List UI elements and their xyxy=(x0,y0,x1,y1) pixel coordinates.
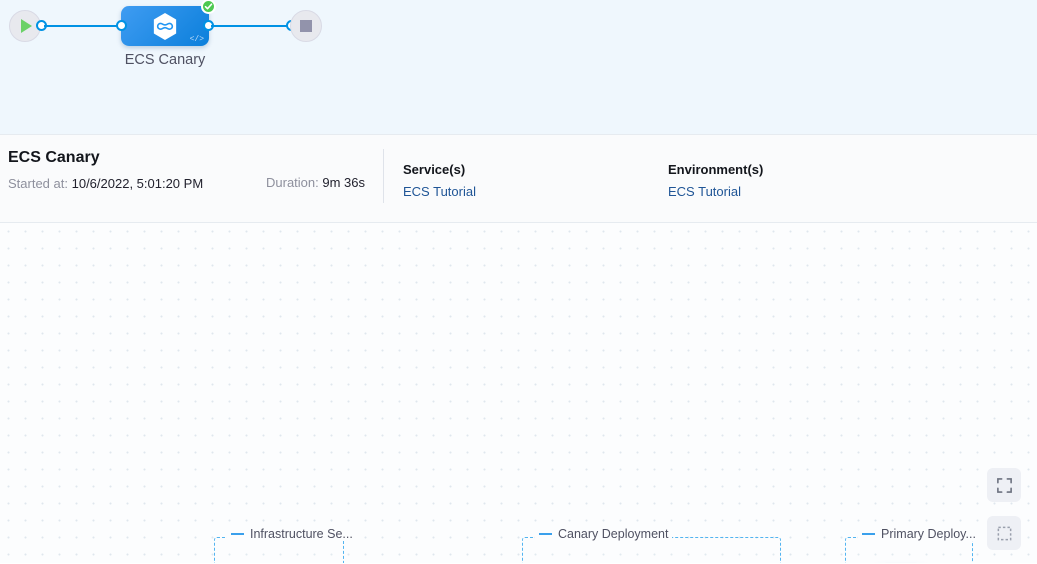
started-at-label: Started at xyxy=(8,176,65,191)
minimap-edge-right xyxy=(211,25,291,27)
duration-value: 9m 36s xyxy=(322,175,366,190)
environment-meta-column: Environment(s) ECS Tutorial xyxy=(668,162,763,199)
canary-deployment-label: Canary Deployment xyxy=(535,527,673,541)
started-at-row: Started at: 10/6/2022, 5:01:20 PM xyxy=(8,176,204,191)
pipeline-minimap: </> ECS Canary xyxy=(0,0,1037,135)
group-label-text: Primary Deploy... xyxy=(881,527,976,541)
minimap-stage-label: ECS Canary xyxy=(124,52,206,68)
play-icon xyxy=(21,19,32,33)
minimap-edge-left xyxy=(44,25,124,27)
primary-deployment-group[interactable]: Primary Deploy... xyxy=(845,527,980,563)
duration-row: Duration: 9m 36s xyxy=(266,175,366,190)
code-glyph: </> xyxy=(189,35,204,44)
started-at-value: 10/6/2022, 5:01:20 PM xyxy=(71,176,204,191)
header-divider xyxy=(383,149,384,203)
collapse-dash-icon[interactable] xyxy=(862,533,875,535)
minimap-end-node[interactable] xyxy=(290,10,322,42)
infrastructure-section-label: Infrastructure Se... xyxy=(227,527,357,541)
minimap-stage-status-badge xyxy=(201,0,216,14)
minimap-start-node[interactable] xyxy=(9,10,41,42)
expand-icon xyxy=(996,477,1012,493)
page-title: ECS Canary xyxy=(8,149,100,166)
collapse-dash-icon[interactable] xyxy=(231,533,244,535)
group-label-text: Canary Deployment xyxy=(558,527,669,541)
stop-icon xyxy=(300,20,312,32)
fit-to-screen-button[interactable] xyxy=(987,468,1021,502)
minimap-stage-in-port[interactable] xyxy=(116,20,127,31)
service-link[interactable]: ECS Tutorial xyxy=(403,184,476,199)
harness-hexagon-icon xyxy=(153,12,177,40)
primary-deployment-label: Primary Deploy... xyxy=(858,527,980,541)
selection-box-button[interactable] xyxy=(987,516,1021,550)
environment-link[interactable]: ECS Tutorial xyxy=(668,184,741,199)
environment-heading: Environment(s) xyxy=(668,162,764,177)
canary-deployment-group[interactable]: Canary Deployment xyxy=(522,527,781,563)
service-meta-column: Service(s) ECS Tutorial xyxy=(403,162,476,199)
group-label-text: Infrastructure Se... xyxy=(250,527,353,541)
service-heading: Service(s) xyxy=(403,162,466,177)
collapse-dash-icon[interactable] xyxy=(539,533,552,535)
minimap-stage-ecs-canary[interactable]: </> xyxy=(121,6,209,46)
check-icon xyxy=(204,3,213,10)
duration-label: Duration xyxy=(266,175,316,190)
execution-header: ECS Canary Started at: 10/6/2022, 5:01:2… xyxy=(0,135,1037,223)
execution-graph-canvas[interactable]: Infrastructure Se... Canary Deployment P… xyxy=(0,223,1037,563)
infrastructure-section-group[interactable]: Infrastructure Se... xyxy=(214,527,357,563)
dashed-square-icon xyxy=(997,526,1011,540)
